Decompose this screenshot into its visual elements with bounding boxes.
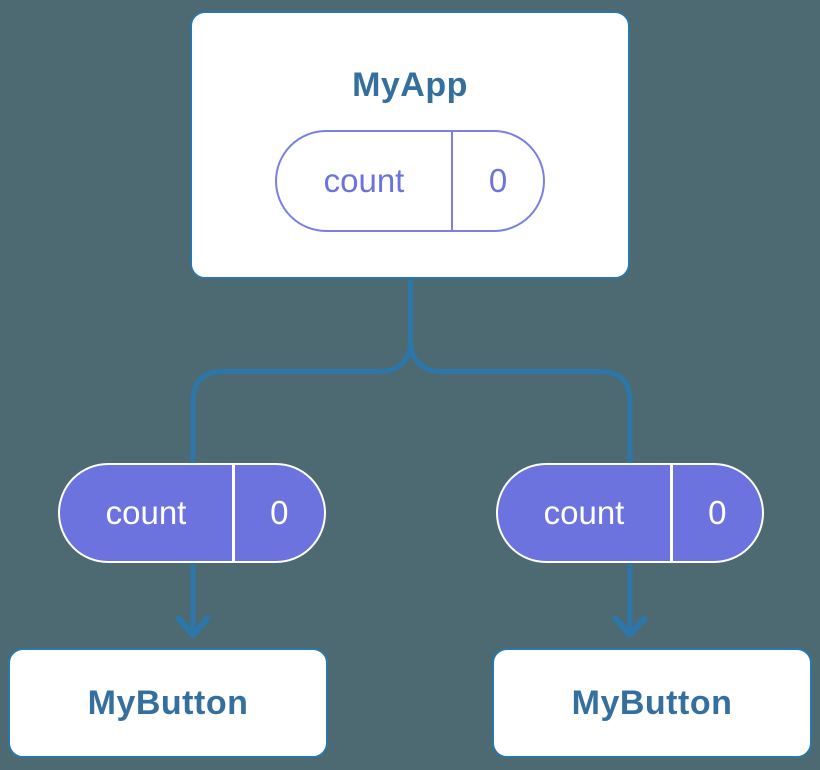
state-value: 0 xyxy=(488,162,508,199)
component-card-mybutton-right: MyButton xyxy=(492,648,812,758)
component-card-myapp: MyApp count 0 xyxy=(190,11,630,279)
prop-pill-left: count 0 xyxy=(58,463,326,563)
pill-divider xyxy=(670,465,673,561)
prop-value: 0 xyxy=(708,494,727,531)
pill-divider xyxy=(451,132,453,230)
prop-pill-right: count 0 xyxy=(496,463,764,563)
prop-value: 0 xyxy=(270,494,289,531)
arrow-head xyxy=(175,615,211,638)
state-pill: count 0 xyxy=(275,130,545,232)
component-title: MyApp xyxy=(352,66,468,104)
prop-name-label: count xyxy=(105,494,187,531)
component-title: MyButton xyxy=(571,683,733,722)
arrow-down-icon xyxy=(175,562,211,638)
state-name-label: count xyxy=(323,162,405,199)
prop-name-label: count xyxy=(543,494,625,531)
branch-right-line xyxy=(408,279,633,463)
pill-divider xyxy=(232,465,235,561)
branch-left-line xyxy=(190,279,413,463)
arrow-head xyxy=(612,615,648,638)
component-title: MyButton xyxy=(87,683,249,722)
component-card-mybutton-left: MyButton xyxy=(8,648,328,758)
arrow-down-icon xyxy=(612,562,648,638)
